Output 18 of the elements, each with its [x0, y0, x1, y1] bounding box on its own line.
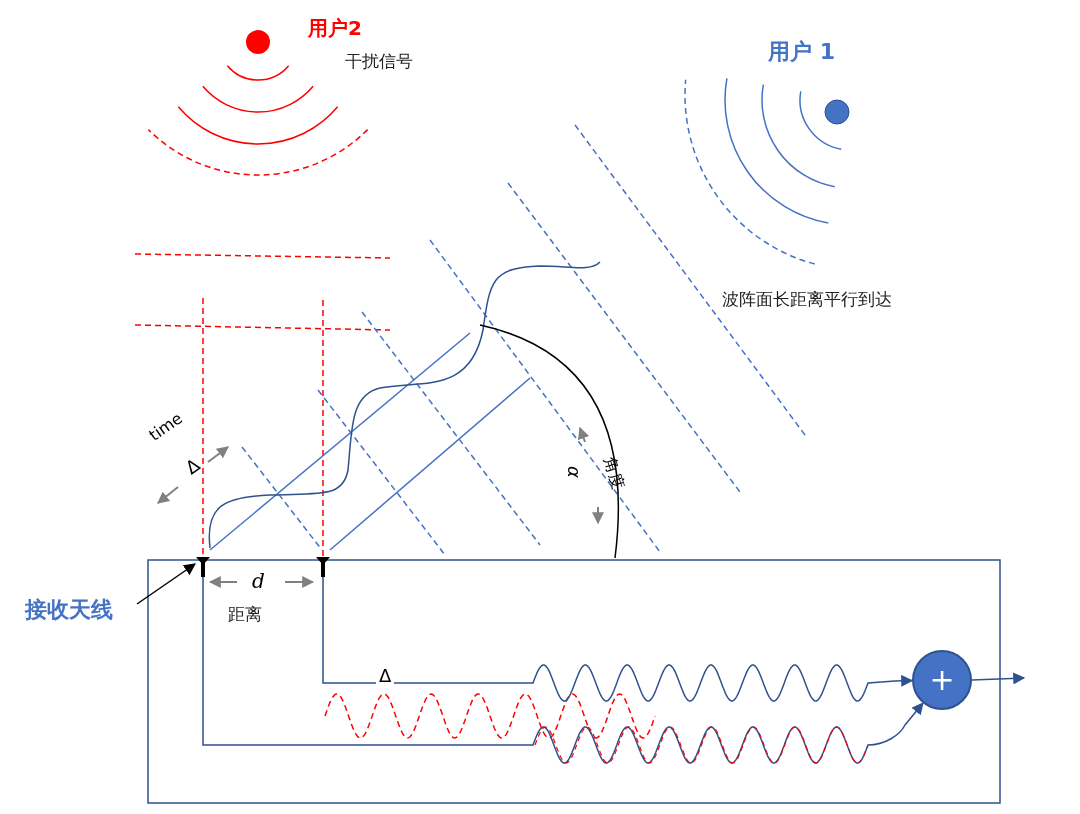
signal-label: 干扰信号 — [345, 52, 413, 71]
arrow — [971, 672, 1026, 685]
delay-label: Δ — [182, 454, 204, 479]
user-label: 用户2 — [308, 17, 362, 39]
summing-node: + — [912, 650, 972, 710]
arrow — [202, 576, 924, 764]
callout-text: 接收天线 — [25, 598, 113, 623]
arrow — [322, 576, 914, 702]
user-label: 用户 1 — [768, 40, 835, 65]
caption-text: 波阵面长距离平行到达 — [722, 290, 892, 309]
distance-label: 距离 — [228, 605, 262, 624]
distance-symbol: d — [252, 570, 265, 592]
antenna-icon — [196, 557, 210, 577]
antenna-icon — [316, 557, 330, 577]
angle-symbol: α — [564, 466, 584, 478]
axis-label: time — [146, 409, 186, 445]
leader-line — [136, 563, 196, 605]
edge-label: Δ — [376, 666, 395, 686]
